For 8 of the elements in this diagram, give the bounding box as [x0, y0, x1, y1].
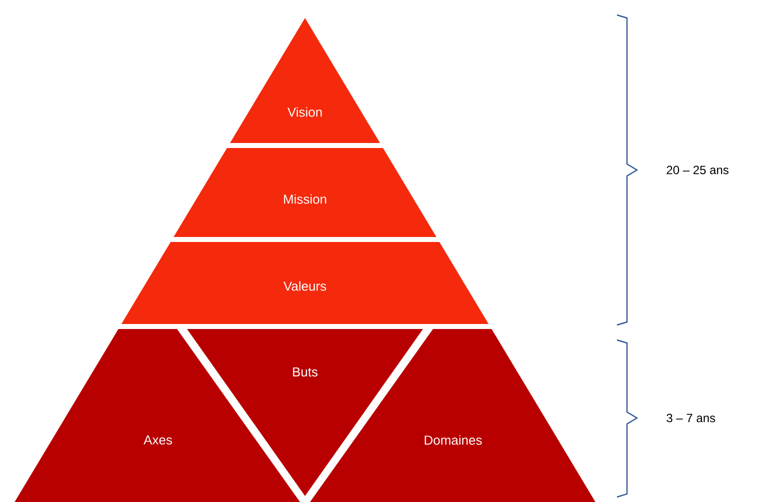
pyramid-tier: Mission: [174, 148, 436, 237]
node-label: Axes: [144, 435, 172, 445]
duration-label: 20 – 25 ans: [666, 166, 728, 174]
duration-label: 3 – 7 ans: [666, 414, 716, 422]
pyramid-tier: Vision: [230, 18, 380, 143]
pyramid-tier: Valeurs: [121, 242, 489, 324]
node-label: Domaines: [424, 435, 482, 445]
inverted-triangle: Buts: [187, 329, 423, 496]
